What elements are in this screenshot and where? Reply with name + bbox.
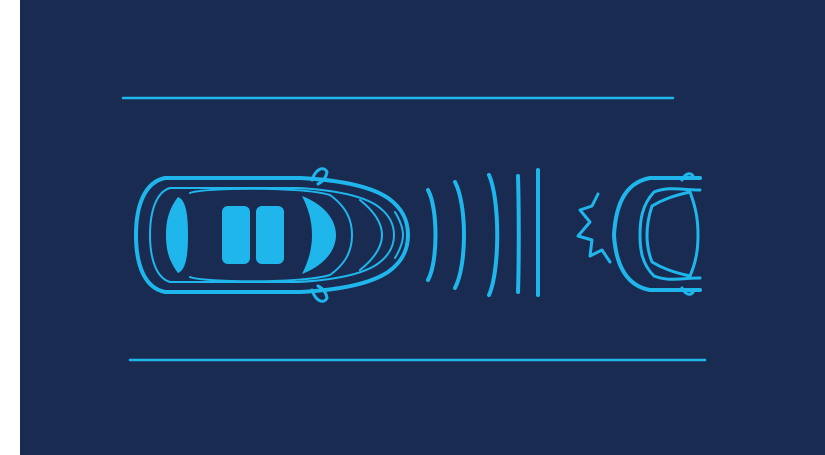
lead-car-icon bbox=[614, 174, 700, 295]
illustration-canvas bbox=[20, 0, 825, 455]
collision-burst-icon bbox=[578, 194, 610, 262]
forward-collision-illustration bbox=[20, 0, 825, 455]
ego-car-windows bbox=[166, 196, 336, 274]
sensor-waves-icon bbox=[428, 175, 519, 295]
